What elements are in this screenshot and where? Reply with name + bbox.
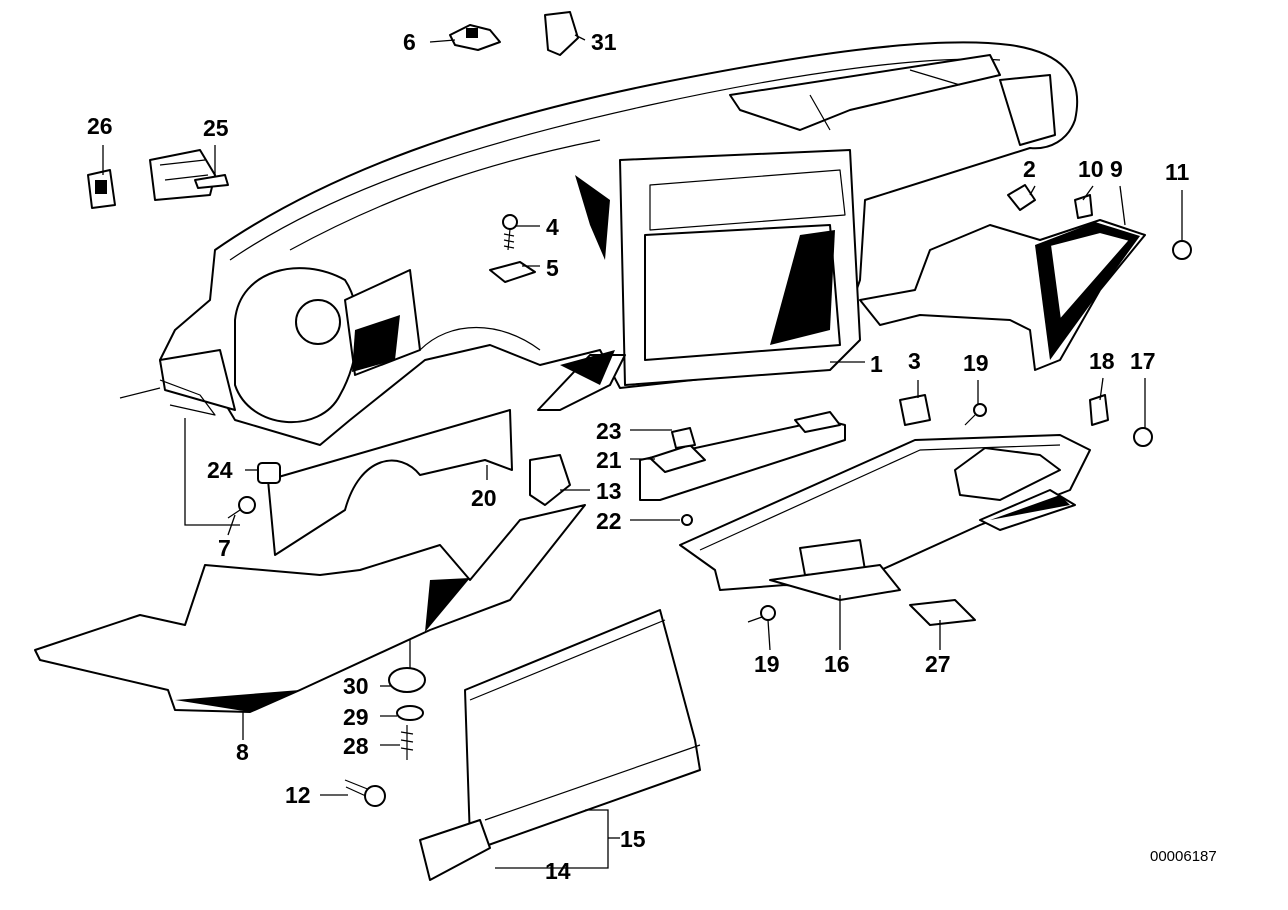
part-4-screw [502,214,518,251]
callout-18: 18 [1089,348,1115,374]
part-18-clip [1089,394,1109,426]
callout-2: 2 [1023,156,1036,182]
callout-10: 10 [1078,156,1104,182]
part-21-rail [639,411,846,501]
callout-23: 23 [596,418,622,444]
callout-13: 13 [596,478,622,504]
part-28-screw [400,725,414,760]
part-2-bolt [1007,184,1036,211]
part-6-clip [449,24,501,51]
part-23-clip [671,427,696,449]
callout-3: 3 [908,348,921,374]
part-24-cap [257,462,281,484]
part-30-grommet [388,667,426,693]
part-13-bracket [529,454,571,506]
callout-17: 17 [1130,348,1156,374]
part-12-bolt [344,779,386,807]
callout-8: 8 [236,739,249,765]
part-9-side-trim [859,219,1146,371]
callout-16: 16 [824,651,850,677]
part-5-clip-nut [489,261,536,283]
part-7-screw [227,496,256,519]
callout-29: 29 [343,704,369,730]
callout-9: 9 [1110,156,1123,182]
callout-21: 21 [596,447,622,473]
part-8-lower-trim [34,504,586,713]
callout-19-lower: 19 [754,651,780,677]
callout-1: 1 [870,351,883,377]
callout-14: 14 [545,858,571,884]
callout-30: 30 [343,673,369,699]
part-25-bracket [149,149,229,201]
callout-11: 11 [1165,159,1190,185]
callout-27: 27 [925,651,951,677]
part-11-plug [1172,240,1192,260]
callout-7: 7 [218,535,231,561]
part-16-glovebox [679,434,1091,601]
callout-4: 4 [546,214,559,240]
callout-5: 5 [546,255,559,281]
part-3-clip [899,394,931,426]
part-14-strip [419,819,491,881]
callout-25: 25 [203,115,229,141]
part-31-clip [544,11,579,56]
part-17-plug [1133,427,1153,447]
part-19-screw-upper [964,403,987,426]
part-15-panel [464,609,701,849]
callout-12: 12 [285,782,311,808]
callout-26: 26 [87,113,113,139]
part-19-screw-lower [747,605,776,623]
callout-19-upper: 19 [963,350,989,376]
part-26-nut [87,169,116,209]
callout-24: 24 [207,457,233,483]
part-27-pad [909,599,976,626]
part-29-washer [396,705,424,721]
part-20-trim-strip [267,409,513,556]
callout-20: 20 [471,485,497,511]
part-22-nut [681,514,693,526]
leader-lines [102,34,1183,869]
part-1-dashboard [159,41,1079,446]
callout-6: 6 [403,29,416,55]
callout-22: 22 [596,508,622,534]
callout-15: 15 [620,826,646,852]
callout-31: 31 [591,29,617,55]
drawing-number: 00006187 [1150,848,1217,865]
callout-28: 28 [343,733,369,759]
